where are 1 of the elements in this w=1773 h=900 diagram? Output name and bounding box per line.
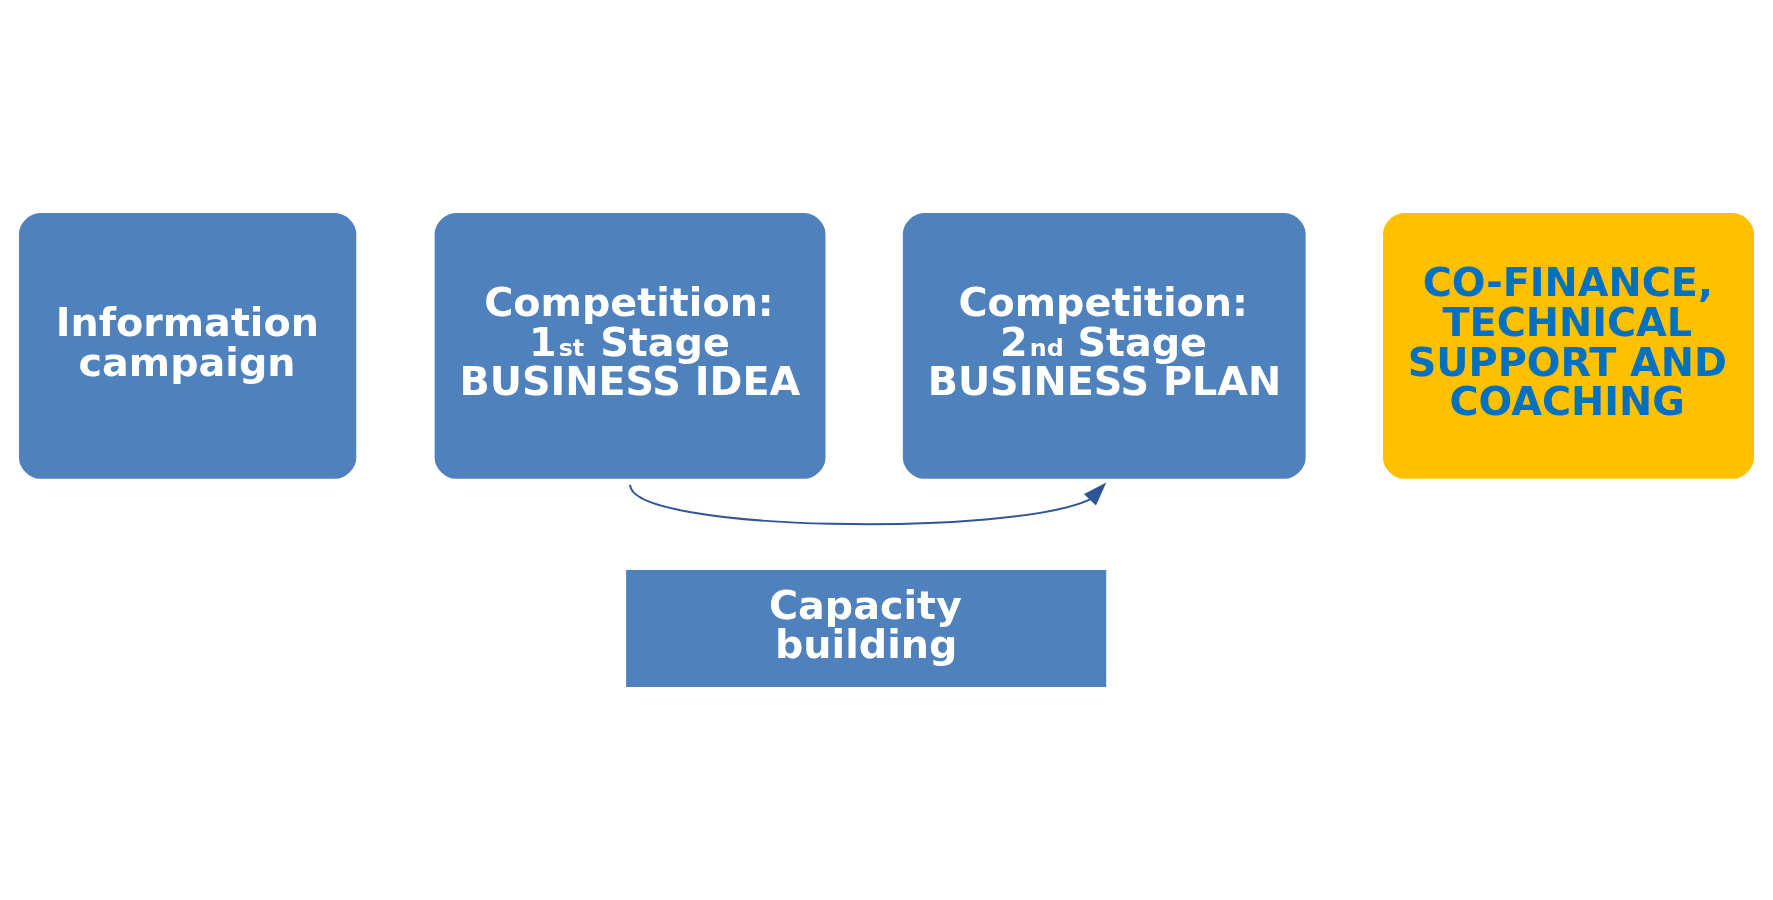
arrow [629,482,1107,526]
